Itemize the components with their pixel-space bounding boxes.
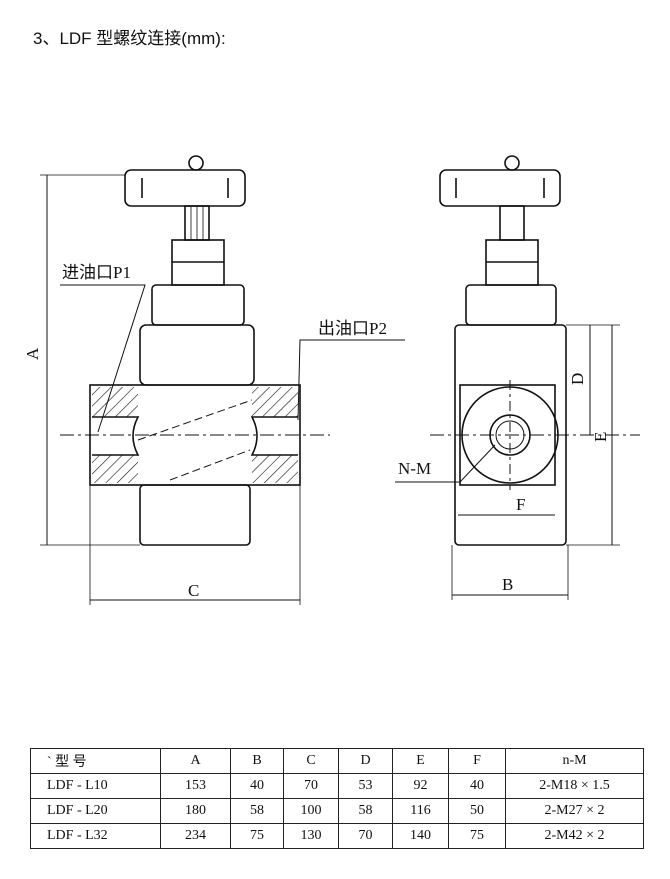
cell: 2-M42 × 2	[505, 823, 644, 849]
cell: 70	[338, 823, 393, 849]
cell: 75	[448, 823, 506, 849]
table-row: LDF - L32 234 75 130 70 140 75 2-M42 × 2	[30, 823, 644, 849]
outlet-label: 出油口P2	[318, 319, 387, 338]
header-cell: A	[160, 748, 231, 774]
cell: 75	[230, 823, 284, 849]
dim-e-label: E	[591, 432, 610, 442]
table-row: LDF - L20 180 58 100 58 116 50 2-M27 × 2	[30, 798, 644, 824]
header-cell: ` 型 号	[30, 748, 161, 774]
cell: 58	[230, 798, 284, 824]
header-cell: F	[448, 748, 506, 774]
header-cell: n-M	[505, 748, 644, 774]
section-title: 3、LDF 型螺纹连接(mm):	[33, 29, 226, 48]
cell: 130	[283, 823, 339, 849]
cell: 58	[338, 798, 393, 824]
header-cell: B	[230, 748, 284, 774]
cell: 53	[338, 773, 393, 799]
dim-d-label: D	[568, 373, 587, 385]
cell: 234	[160, 823, 231, 849]
dim-b-label: B	[502, 575, 513, 594]
cell: LDF - L20	[30, 798, 161, 824]
inlet-label: 进油口P1	[62, 263, 131, 282]
cell: LDF - L10	[30, 773, 161, 799]
cell: 100	[283, 798, 339, 824]
valve-drawing: 进油口P1 出油口P2 A C D E F B N-M	[23, 155, 640, 605]
header-cell: C	[283, 748, 339, 774]
table-header-row: ` 型 号 A B C D E F n-M	[30, 748, 644, 774]
cell: 50	[448, 798, 506, 824]
cell: 2-M27 × 2	[505, 798, 644, 824]
front-view	[40, 155, 405, 605]
cell: 153	[160, 773, 231, 799]
side-view	[395, 155, 640, 600]
dim-f-label: F	[516, 495, 525, 514]
cell: LDF - L32	[30, 823, 161, 849]
cell: 140	[392, 823, 449, 849]
cell: 180	[160, 798, 231, 824]
table-row: LDF - L10 153 40 70 53 92 40 2-M18 × 1.5	[30, 773, 644, 799]
dimension-table: ` 型 号 A B C D E F n-M LDF - L10 153 40 7…	[30, 748, 644, 849]
header-cell: D	[338, 748, 393, 774]
cell: 70	[283, 773, 339, 799]
cell: 2-M18 × 1.5	[505, 773, 644, 799]
cell: 116	[392, 798, 449, 824]
cell: 40	[230, 773, 284, 799]
dim-a-label: A	[23, 347, 42, 360]
cell: 92	[392, 773, 449, 799]
dim-c-label: C	[188, 581, 199, 600]
header-cell: E	[392, 748, 449, 774]
cell: 40	[448, 773, 506, 799]
nm-label: N-M	[398, 459, 431, 478]
